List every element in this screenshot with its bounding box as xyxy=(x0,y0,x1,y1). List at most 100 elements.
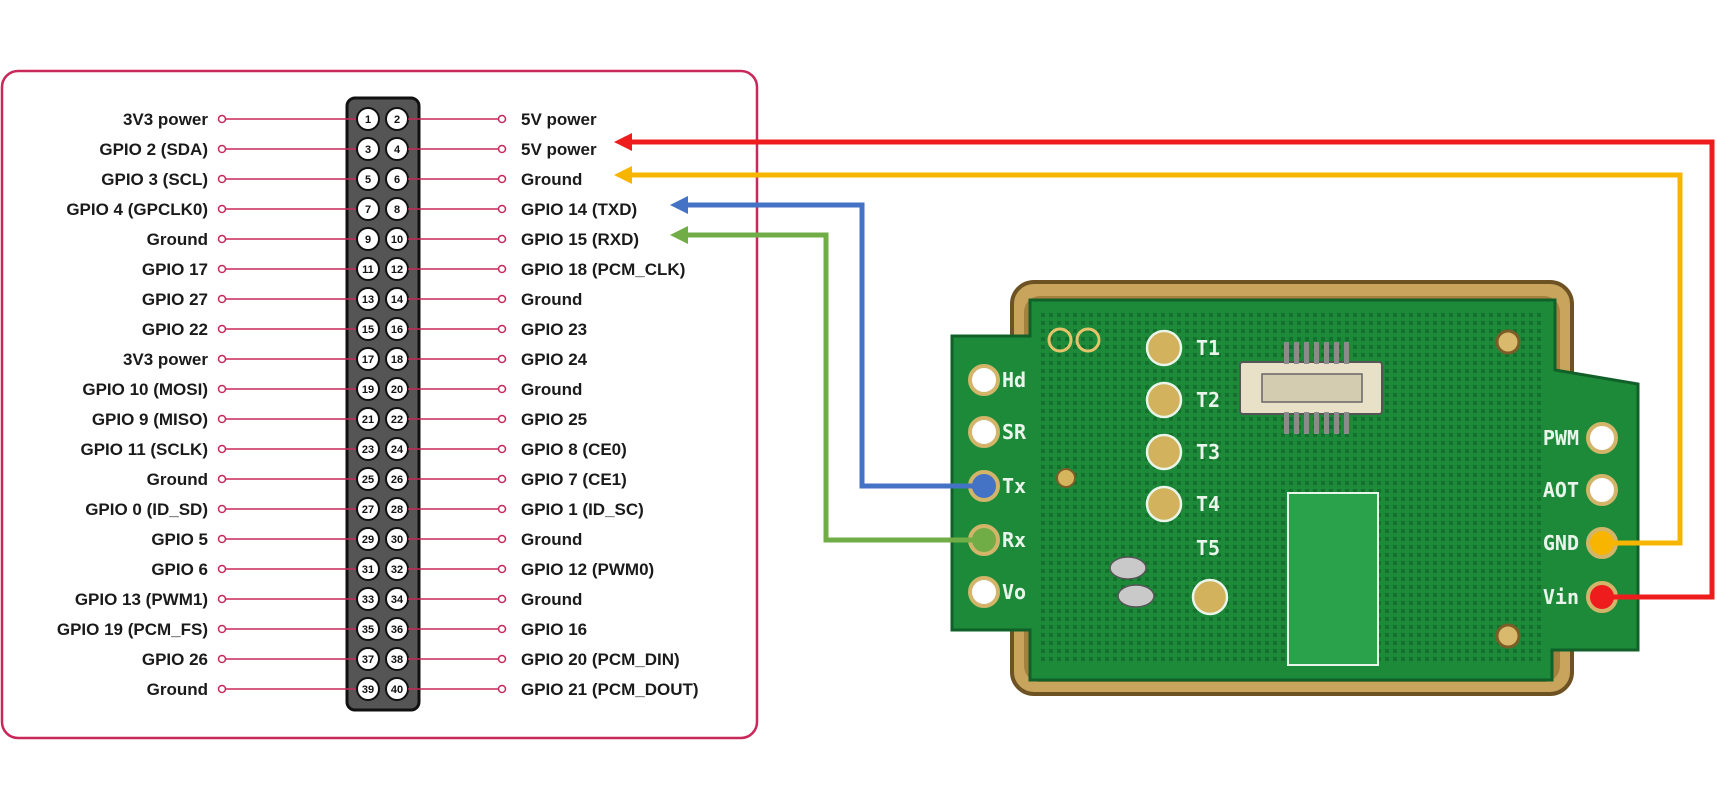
right-pin-number: 26 xyxy=(391,474,403,486)
right-pin-number: 8 xyxy=(394,204,400,216)
right-lead-dot xyxy=(497,204,507,214)
right-pin-label: 5V power xyxy=(521,140,597,159)
left-lead-dot xyxy=(217,384,227,394)
left-pad xyxy=(968,576,1000,608)
left-lead-dot xyxy=(217,624,227,634)
part-label: T4 xyxy=(1196,492,1220,516)
right-pin-number: 16 xyxy=(391,324,403,336)
left-pin-label: GPIO 22 xyxy=(142,320,208,339)
right-pad xyxy=(1586,422,1618,454)
right-pin-label: GPIO 14 (TXD) xyxy=(521,200,637,219)
solder-blob-2 xyxy=(1117,584,1155,608)
left-pin-number: 11 xyxy=(362,264,374,276)
right-pin-number: 4 xyxy=(394,144,401,156)
left-pin-label: GPIO 0 (ID_SD) xyxy=(85,500,208,519)
part-pad xyxy=(1145,485,1183,523)
right-pin-number: 14 xyxy=(391,294,404,306)
left-pin-number: 25 xyxy=(362,474,374,486)
chip-pin-top xyxy=(1334,342,1339,364)
right-pin-number: 40 xyxy=(391,684,403,696)
left-lead-dot xyxy=(217,234,227,244)
right-lead-dot xyxy=(497,444,507,454)
left-pin-number: 21 xyxy=(362,414,374,426)
left-pin-label: GPIO 26 xyxy=(142,650,208,669)
right-lead-dot xyxy=(497,294,507,304)
left-pin xyxy=(356,347,380,371)
ic-chip-window xyxy=(1261,373,1363,403)
left-lead-dot xyxy=(217,444,227,454)
left-pin-label: Ground xyxy=(147,470,208,489)
left-pin xyxy=(356,227,380,251)
right-lead-dot xyxy=(497,594,507,604)
right-pin-number: 12 xyxy=(391,264,403,276)
right-pin-label: Ground xyxy=(521,170,582,189)
right-lead-dot xyxy=(497,534,507,544)
right-pin-number: 10 xyxy=(391,234,403,246)
solder-blob-1 xyxy=(1109,556,1147,580)
right-lead-dot xyxy=(497,624,507,634)
part-pad xyxy=(1145,433,1183,471)
mount-hole-top xyxy=(1495,329,1521,355)
right-pin-label: GPIO 7 (CE1) xyxy=(521,470,627,489)
chip-pin-top xyxy=(1344,342,1349,364)
left-lead-dot xyxy=(217,294,227,304)
right-lead-dot xyxy=(497,354,507,364)
left-pin-label: GPIO 10 (MOSI) xyxy=(82,380,208,399)
part-pad xyxy=(1191,578,1229,616)
chip-pins xyxy=(1284,342,1349,434)
part-label: T5 xyxy=(1196,536,1220,560)
rx-wire xyxy=(688,232,984,543)
chip-pin-bottom xyxy=(1314,412,1319,434)
left-lead-dot xyxy=(217,204,227,214)
left-pin-label: Ground xyxy=(147,680,208,699)
left-pin xyxy=(356,497,380,521)
chip-pin-bottom xyxy=(1324,412,1329,434)
left-pin-label: 3V3 power xyxy=(123,110,208,129)
left-lead-dot xyxy=(217,144,227,154)
vin-wire-arrow xyxy=(614,133,632,151)
left-pad xyxy=(968,364,1000,396)
left-pin xyxy=(356,167,380,191)
right-pin-number: 6 xyxy=(394,174,400,186)
part-pad xyxy=(1145,329,1183,367)
left-pin xyxy=(356,617,380,641)
chip-pin-top xyxy=(1324,342,1329,364)
left-lead-dot xyxy=(217,654,227,664)
right-pin-number: 34 xyxy=(391,594,404,606)
left-pin-number: 17 xyxy=(362,354,374,366)
gnd-wire xyxy=(632,172,1683,546)
chip-pin-top xyxy=(1304,342,1309,364)
via-1 xyxy=(1047,327,1073,353)
left-pin-number: 33 xyxy=(362,594,374,606)
left-lead-dot xyxy=(217,114,227,124)
right-lead-dot xyxy=(497,504,507,514)
left-pad-label: Vo xyxy=(1002,580,1026,604)
right-pin-number: 32 xyxy=(391,564,403,576)
rx-wire-arrow xyxy=(670,226,688,244)
right-pin-label: GPIO 25 xyxy=(521,410,587,429)
right-pin-number: 2 xyxy=(394,114,400,126)
mount-hole-bottom xyxy=(1495,623,1521,649)
left-pin-label: GPIO 27 xyxy=(142,290,208,309)
left-pin-label: GPIO 13 (PWM1) xyxy=(75,590,208,609)
right-lead-dot xyxy=(497,564,507,574)
left-pin-number: 3 xyxy=(365,144,371,156)
left-lead-dot xyxy=(217,504,227,514)
right-lead-dot xyxy=(497,234,507,244)
left-pin-number: 39 xyxy=(362,684,374,696)
right-lead-dot xyxy=(497,264,507,274)
left-pin xyxy=(356,647,380,671)
chip-pin-top xyxy=(1314,342,1319,364)
right-lead-dot xyxy=(497,174,507,184)
gnd-wire-arrow xyxy=(614,166,632,184)
chip-pin-bottom xyxy=(1304,412,1309,434)
right-lead-dot xyxy=(497,684,507,694)
left-pin-number: 5 xyxy=(365,174,371,186)
right-pin-number: 30 xyxy=(391,534,403,546)
part-label: T3 xyxy=(1196,440,1220,464)
right-pin-label: GPIO 21 (PCM_DOUT) xyxy=(521,680,699,699)
left-pin-number: 19 xyxy=(362,384,374,396)
part-pad xyxy=(1145,381,1183,419)
